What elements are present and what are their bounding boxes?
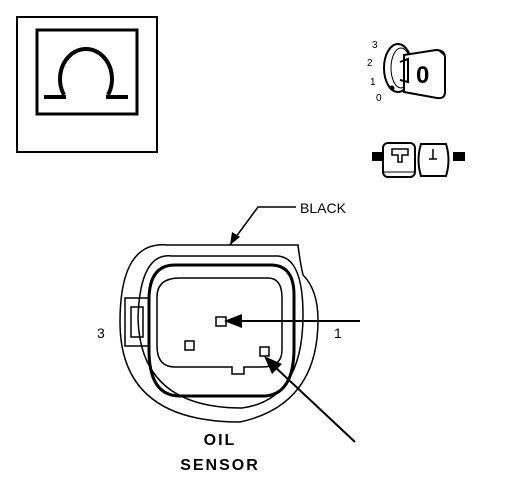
wire-color-label: BLACK — [300, 200, 347, 216]
key-position-0: 0 — [376, 93, 382, 104]
connector-housing-inner — [137, 255, 304, 409]
ignition-key-icon: 0 3 2 1 0 — [367, 40, 446, 104]
key-position-3: 3 — [372, 40, 378, 51]
pin-1-callout — [224, 314, 360, 328]
pin-label-3: 3 — [97, 325, 105, 341]
terminal-pin-1 — [215, 316, 227, 327]
terminal-cavity-right — [259, 346, 270, 357]
component-name-line1: OIL — [204, 432, 237, 449]
key-position-1: 1 — [370, 77, 376, 88]
connector-plug-icon — [372, 142, 465, 178]
connector-housing-outer — [119, 244, 319, 423]
oil-sensor-connector — [119, 244, 319, 423]
component-name-line2: SENSOR — [180, 457, 260, 474]
connector-cavity-outer — [147, 263, 296, 398]
terminal-callout — [264, 356, 356, 443]
key-face-label: 0 — [416, 62, 429, 89]
key-position-2: 2 — [367, 58, 373, 69]
connector-cavity-inner — [156, 277, 283, 375]
wire-color-callout: BLACK — [229, 200, 347, 246]
pin-label-1: 1 — [334, 325, 342, 341]
connector-lock-tab — [124, 297, 150, 347]
ohm-symbol-icon — [44, 47, 128, 99]
terminal-cavity-left — [184, 340, 195, 351]
ohm-symbol-panel — [16, 16, 158, 153]
